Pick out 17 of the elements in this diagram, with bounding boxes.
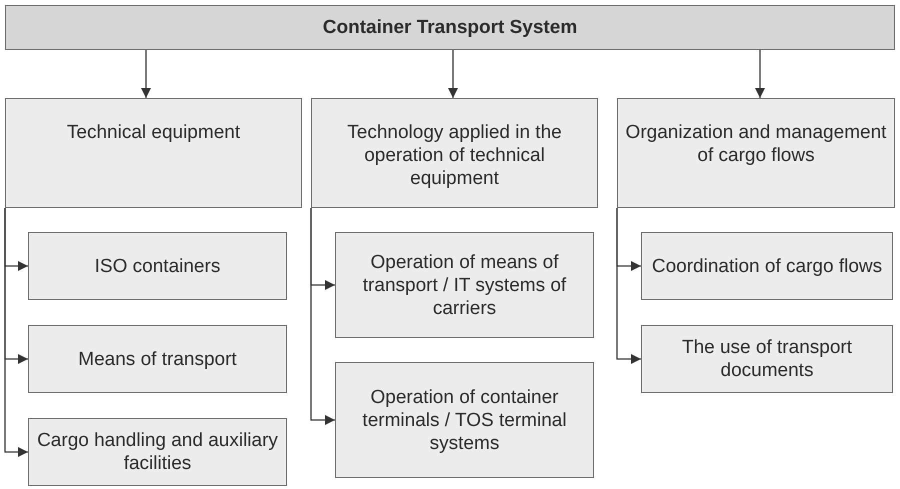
arrow bbox=[4, 208, 28, 457]
arrow bbox=[616, 208, 641, 364]
process-box: The use of transport documents bbox=[641, 325, 893, 393]
process-box: Operation of container terminals / TOS terminal systems bbox=[335, 362, 594, 478]
process-box: Cargo handling and auxiliary facilities bbox=[28, 418, 287, 486]
process-box: Operation of means of transport / IT systems of carriers bbox=[335, 232, 594, 338]
category-box: Technology applied in the operation of technical equipment bbox=[311, 98, 598, 208]
process-box: Means of transport bbox=[28, 325, 287, 393]
process-box: Coordination of cargo flows bbox=[641, 232, 893, 300]
process-box: ISO containers bbox=[28, 232, 287, 300]
category-box: Technical equipment bbox=[5, 98, 302, 208]
arrow bbox=[448, 50, 458, 98]
category-box: Organization and management of cargo flows bbox=[617, 98, 895, 208]
title-box: Container Transport System bbox=[5, 5, 895, 50]
arrow bbox=[310, 208, 335, 425]
arrow bbox=[755, 50, 765, 98]
arrow bbox=[141, 50, 151, 98]
